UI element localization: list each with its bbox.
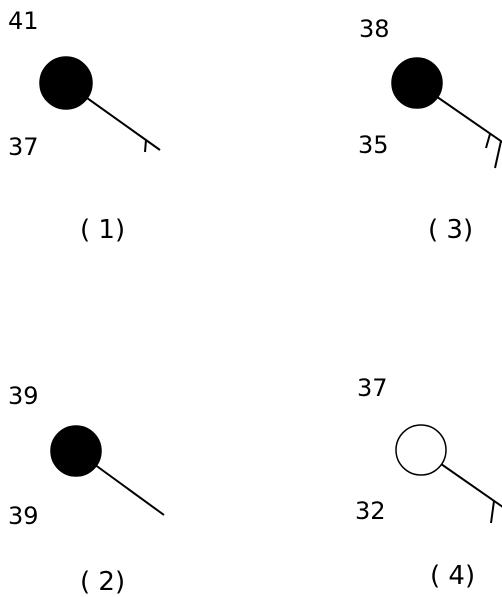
station-2-caption: ( 2) — [80, 567, 126, 597]
station-1-wind-barb-half — [144, 139, 147, 153]
station-1-bottom-value: 37 — [8, 133, 39, 161]
station-4-bottom-value: 32 — [355, 497, 386, 525]
station-1-sky-cover-circle — [39, 56, 93, 110]
station-4-sky-cover-circle — [395, 424, 447, 476]
station-2-bottom-value: 39 — [8, 502, 39, 530]
station-4-wind-barb-half — [490, 500, 495, 524]
station-2-top-value: 39 — [8, 382, 39, 410]
station-1-top-value: 41 — [8, 7, 39, 35]
station-3-caption: ( 3) — [428, 215, 474, 245]
station-4-top-value: 37 — [357, 374, 388, 402]
station-2-sky-cover-circle — [50, 425, 102, 477]
station-4-caption: ( 4) — [430, 561, 476, 591]
station-3-top-value: 38 — [359, 15, 390, 43]
station-1-caption: ( 1) — [80, 215, 126, 245]
station-3-wind-barb-half — [485, 133, 491, 149]
station-3-wind-barb-full — [494, 140, 502, 169]
station-3-bottom-value: 35 — [358, 131, 389, 159]
station-3-sky-cover-circle — [391, 57, 443, 109]
